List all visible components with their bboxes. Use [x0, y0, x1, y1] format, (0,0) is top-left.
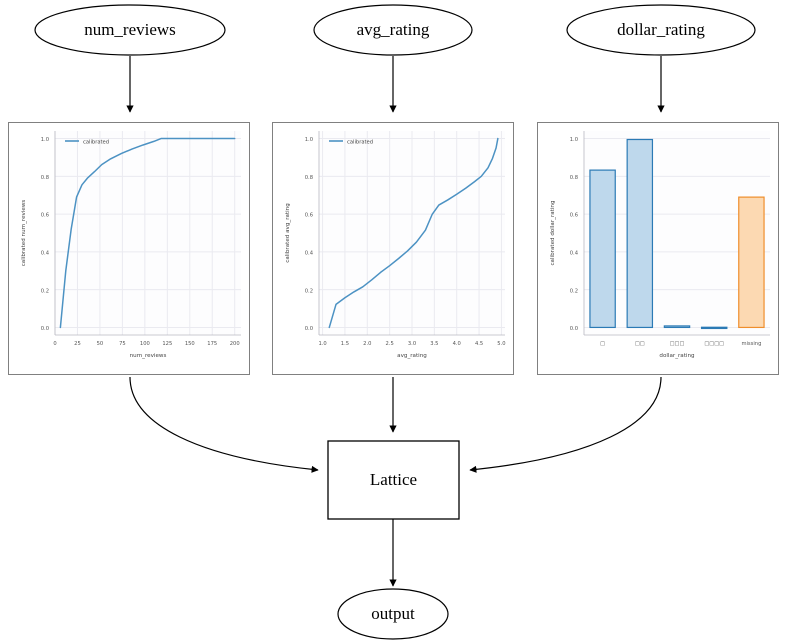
legend-label: calibrated — [347, 139, 373, 145]
y-tick-label: 0.2 — [41, 288, 49, 294]
y-tick-label: 0.4 — [41, 250, 50, 256]
x-tick-label: □□ — [635, 341, 645, 347]
y-tick-label: 0.6 — [41, 213, 49, 219]
x-tick-label: 4.0 — [453, 341, 461, 347]
x-tick-label: □□□□ — [704, 341, 724, 347]
y-tick-label: 0.0 — [570, 326, 578, 332]
y-tick-label: 0.0 — [305, 326, 313, 332]
node-num-reviews-shape — [34, 4, 226, 56]
x-tick-label: □ — [600, 341, 605, 347]
y-tick-label: 0.8 — [570, 175, 578, 181]
y-tick-label: 0.2 — [305, 288, 313, 294]
node-avg-rating-shape — [313, 4, 473, 56]
x-tick-label: 75 — [119, 341, 126, 347]
legend-label: calibrated — [83, 139, 109, 145]
node-lattice[interactable]: Lattice — [327, 440, 460, 520]
y-tick-label: 0.6 — [570, 213, 578, 219]
x-tick-label: 3.5 — [430, 341, 438, 347]
x-tick-label: 175 — [207, 341, 217, 347]
bar — [700, 326, 728, 330]
node-avg-rating[interactable]: avg_rating — [313, 4, 473, 56]
calibrator-panel-num-reviews: 0.0 0.2 0.4 0.6 0.8 1.0 0 25 50 75 100 125 150 175 200… — [8, 122, 250, 375]
x-tick-label: 1.0 — [318, 341, 326, 347]
x-tick-label: 100 — [140, 341, 150, 347]
x-axis-title: num_reviews — [130, 353, 167, 359]
x-tick-label: 25 — [74, 341, 81, 347]
y-tick-label: 1.0 — [305, 137, 313, 143]
bar — [589, 169, 616, 329]
node-lattice-label: Lattice — [370, 470, 417, 489]
calibrator-plot-dollar-rating: 0.00.20.40.60.81.0□□□□□□□□□□missingdolla… — [550, 131, 770, 359]
y-tick-label: 0.2 — [570, 288, 578, 294]
y-tick-label: 0.8 — [305, 175, 313, 181]
x-axis-title: avg_rating — [397, 353, 427, 359]
y-axis-title: calibrated dollar_rating — [550, 200, 556, 265]
node-num-reviews-label: num_reviews — [84, 20, 176, 39]
edge-calibrator-num-reviews-to-lattice — [129, 376, 319, 473]
line-series — [328, 137, 499, 329]
x-tick-label: 50 — [97, 341, 104, 347]
x-axis-title: dollar_rating — [659, 353, 695, 359]
node-output[interactable]: output — [337, 588, 449, 640]
x-tick-label: 200 — [230, 341, 240, 347]
node-num-reviews[interactable]: num_reviews — [34, 4, 226, 56]
bar — [738, 196, 765, 329]
bar — [626, 138, 654, 329]
node-output-label: output — [371, 604, 415, 623]
node-output-shape — [337, 588, 449, 640]
plot-background — [55, 131, 241, 335]
x-tick-label: missing — [741, 341, 761, 347]
x-tick-label: 2.5 — [386, 341, 394, 347]
y-axis-title: calibrated num_reviews — [21, 200, 27, 267]
bar — [663, 325, 691, 329]
x-tick-label: 0 — [53, 341, 56, 347]
y-axis-title: calibrated avg_rating — [285, 203, 291, 263]
x-tick-label: 125 — [162, 341, 172, 347]
calibrator-panel-avg-rating: 0.0 0.2 0.4 0.6 0.8 1.0 1.0 1.5 2.0 2.5 3.0 3.5 4.0 4… — [272, 122, 514, 375]
node-dollar-rating-label: dollar_rating — [617, 20, 705, 39]
x-tick-label: 5.0 — [497, 341, 505, 347]
calibrator-plot-num-reviews: 0.0 0.2 0.4 0.6 0.8 1.0 0 25 50 75 100 125 150 175 200… — [21, 131, 241, 359]
x-tick-label: □□□ — [670, 341, 685, 347]
x-tick-label: 3.0 — [408, 341, 416, 347]
y-tick-label: 0.8 — [41, 175, 49, 181]
x-tick-label: 4.5 — [475, 341, 483, 347]
node-dollar-rating[interactable]: dollar_rating — [566, 4, 756, 56]
x-tick-label: 2.0 — [363, 341, 371, 347]
node-dollar-rating-shape — [566, 4, 756, 56]
y-tick-label: 1.0 — [41, 137, 49, 143]
y-tick-label: 0.4 — [570, 250, 579, 256]
line-series — [59, 137, 236, 329]
x-tick-label: 150 — [185, 341, 195, 347]
y-tick-label: 0.4 — [305, 250, 314, 256]
calibrator-plot-avg-rating: 0.0 0.2 0.4 0.6 0.8 1.0 1.0 1.5 2.0 2.5 3.0 3.5 4.0 4… — [285, 131, 506, 359]
x-tick-label: 1.5 — [341, 341, 349, 347]
y-tick-label: 0.6 — [305, 213, 313, 219]
y-tick-label: 0.0 — [41, 326, 49, 332]
node-avg-rating-label: avg_rating — [357, 20, 430, 39]
edge-calibrator-dollar-rating-to-lattice — [469, 376, 662, 473]
y-tick-label: 1.0 — [570, 137, 578, 143]
node-lattice-shape — [327, 440, 460, 520]
